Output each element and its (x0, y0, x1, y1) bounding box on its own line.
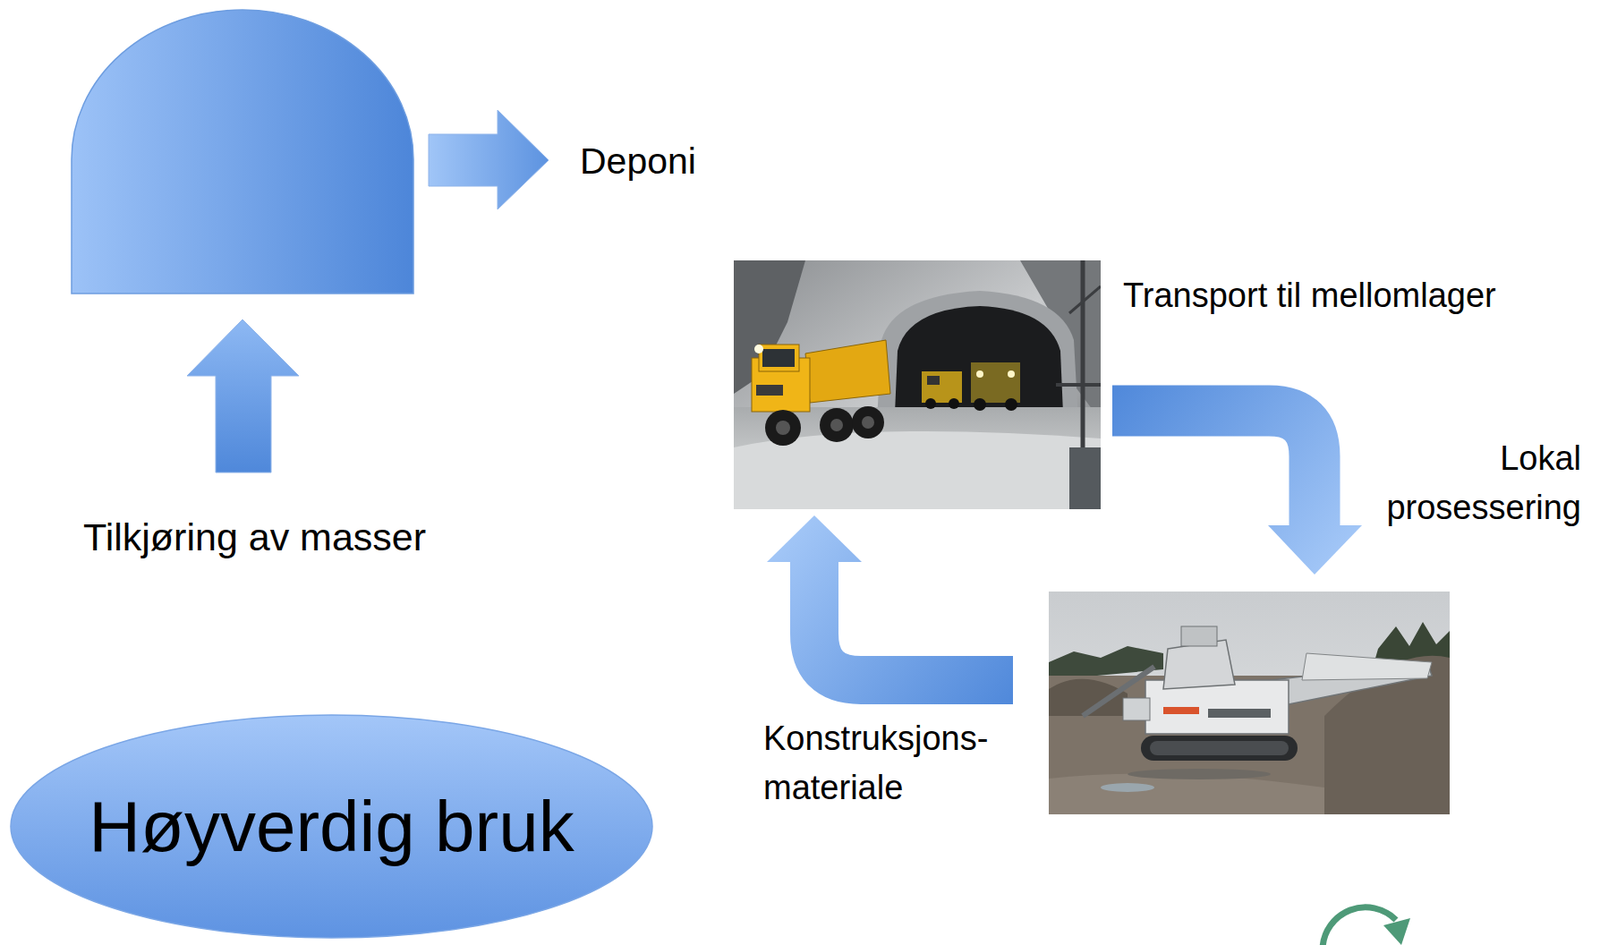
crusher-photo-part (1208, 708, 1271, 718)
tunnel-photo-part (733, 407, 1101, 510)
input-label: Tilkjøring av masser (83, 512, 426, 563)
crusher-photo-part (1140, 735, 1298, 761)
tunnel-photo-part (758, 344, 800, 372)
tunnel-photo-part (1007, 370, 1015, 378)
crusher-photo (1048, 591, 1450, 815)
tunnel-photo-part (1004, 398, 1018, 411)
ellipse-outline (10, 714, 653, 938)
tunnel-photo-part (830, 418, 843, 432)
arrow-right-part (428, 110, 549, 210)
tunnel-photo-part (927, 375, 940, 385)
step-label: Lokal prosessering (1386, 434, 1582, 533)
arrow-right (428, 110, 549, 210)
step-label: Transport til mellomlager (1123, 273, 1497, 318)
tunnel-photo-part (861, 416, 875, 429)
curved-arrow-part (814, 560, 1013, 681)
tunnel-photo-part (775, 420, 791, 435)
crusher-photo-part (1123, 697, 1150, 721)
tunnel-photo-part (894, 306, 1064, 414)
tunnel-photo-part (762, 348, 795, 367)
tunnel-photo-part (1055, 382, 1101, 387)
output-label: Deponi (579, 137, 697, 186)
tunnel-profile-part (71, 9, 414, 294)
crusher-photo-part (1163, 639, 1235, 690)
crusher-photo-part (1048, 591, 1450, 815)
crusher-photo-part (1302, 653, 1432, 681)
tunnel-photo-part (973, 398, 987, 411)
tunnel-photo-part (733, 260, 1101, 510)
tunnel-photo-part (805, 340, 891, 403)
tunnel-photo (733, 260, 1101, 510)
curved-arrow-part (1112, 410, 1315, 528)
crusher-photo-part (1163, 706, 1200, 715)
arrow-up (187, 319, 299, 473)
tunnel-photo-part (756, 384, 783, 396)
cycle-icon-part (1383, 918, 1411, 945)
tunnel-photo-part (948, 398, 960, 409)
cycle-icon (1322, 907, 1411, 945)
curved-arrow (1112, 410, 1362, 575)
arrow-up-part (187, 319, 299, 473)
tunnel-photo-part (1069, 286, 1101, 314)
tunnel-photo-part (851, 406, 885, 439)
crusher-photo-part (1127, 768, 1271, 780)
curved-arrow-part (1268, 525, 1362, 575)
tunnel-photo-part (921, 371, 962, 403)
tunnel-photo-part (1069, 447, 1101, 510)
crusher-photo-part (1048, 773, 1325, 815)
tunnel-photo-part (970, 362, 1021, 403)
tunnel-photo-part (765, 409, 801, 446)
tunnel-photo-part (754, 344, 764, 354)
crusher-photo-part (1181, 626, 1218, 647)
tunnel-photo-part (819, 408, 854, 443)
tunnel-photo-part (925, 398, 937, 409)
curved-arrow-part (766, 515, 862, 562)
curved-arrow (766, 515, 1013, 681)
tunnel-photo-part (876, 290, 1079, 421)
tunnel-photo-part (976, 370, 984, 378)
crusher-photo-part (1100, 782, 1155, 792)
output-label: Konstruksjons- materiale (763, 714, 988, 813)
tunnel-profile (71, 9, 414, 294)
ellipse-node: Høyverdig bruk (9, 714, 654, 939)
crusher-photo-part (1149, 740, 1289, 756)
node-title: Høyverdig bruk (88, 785, 574, 869)
